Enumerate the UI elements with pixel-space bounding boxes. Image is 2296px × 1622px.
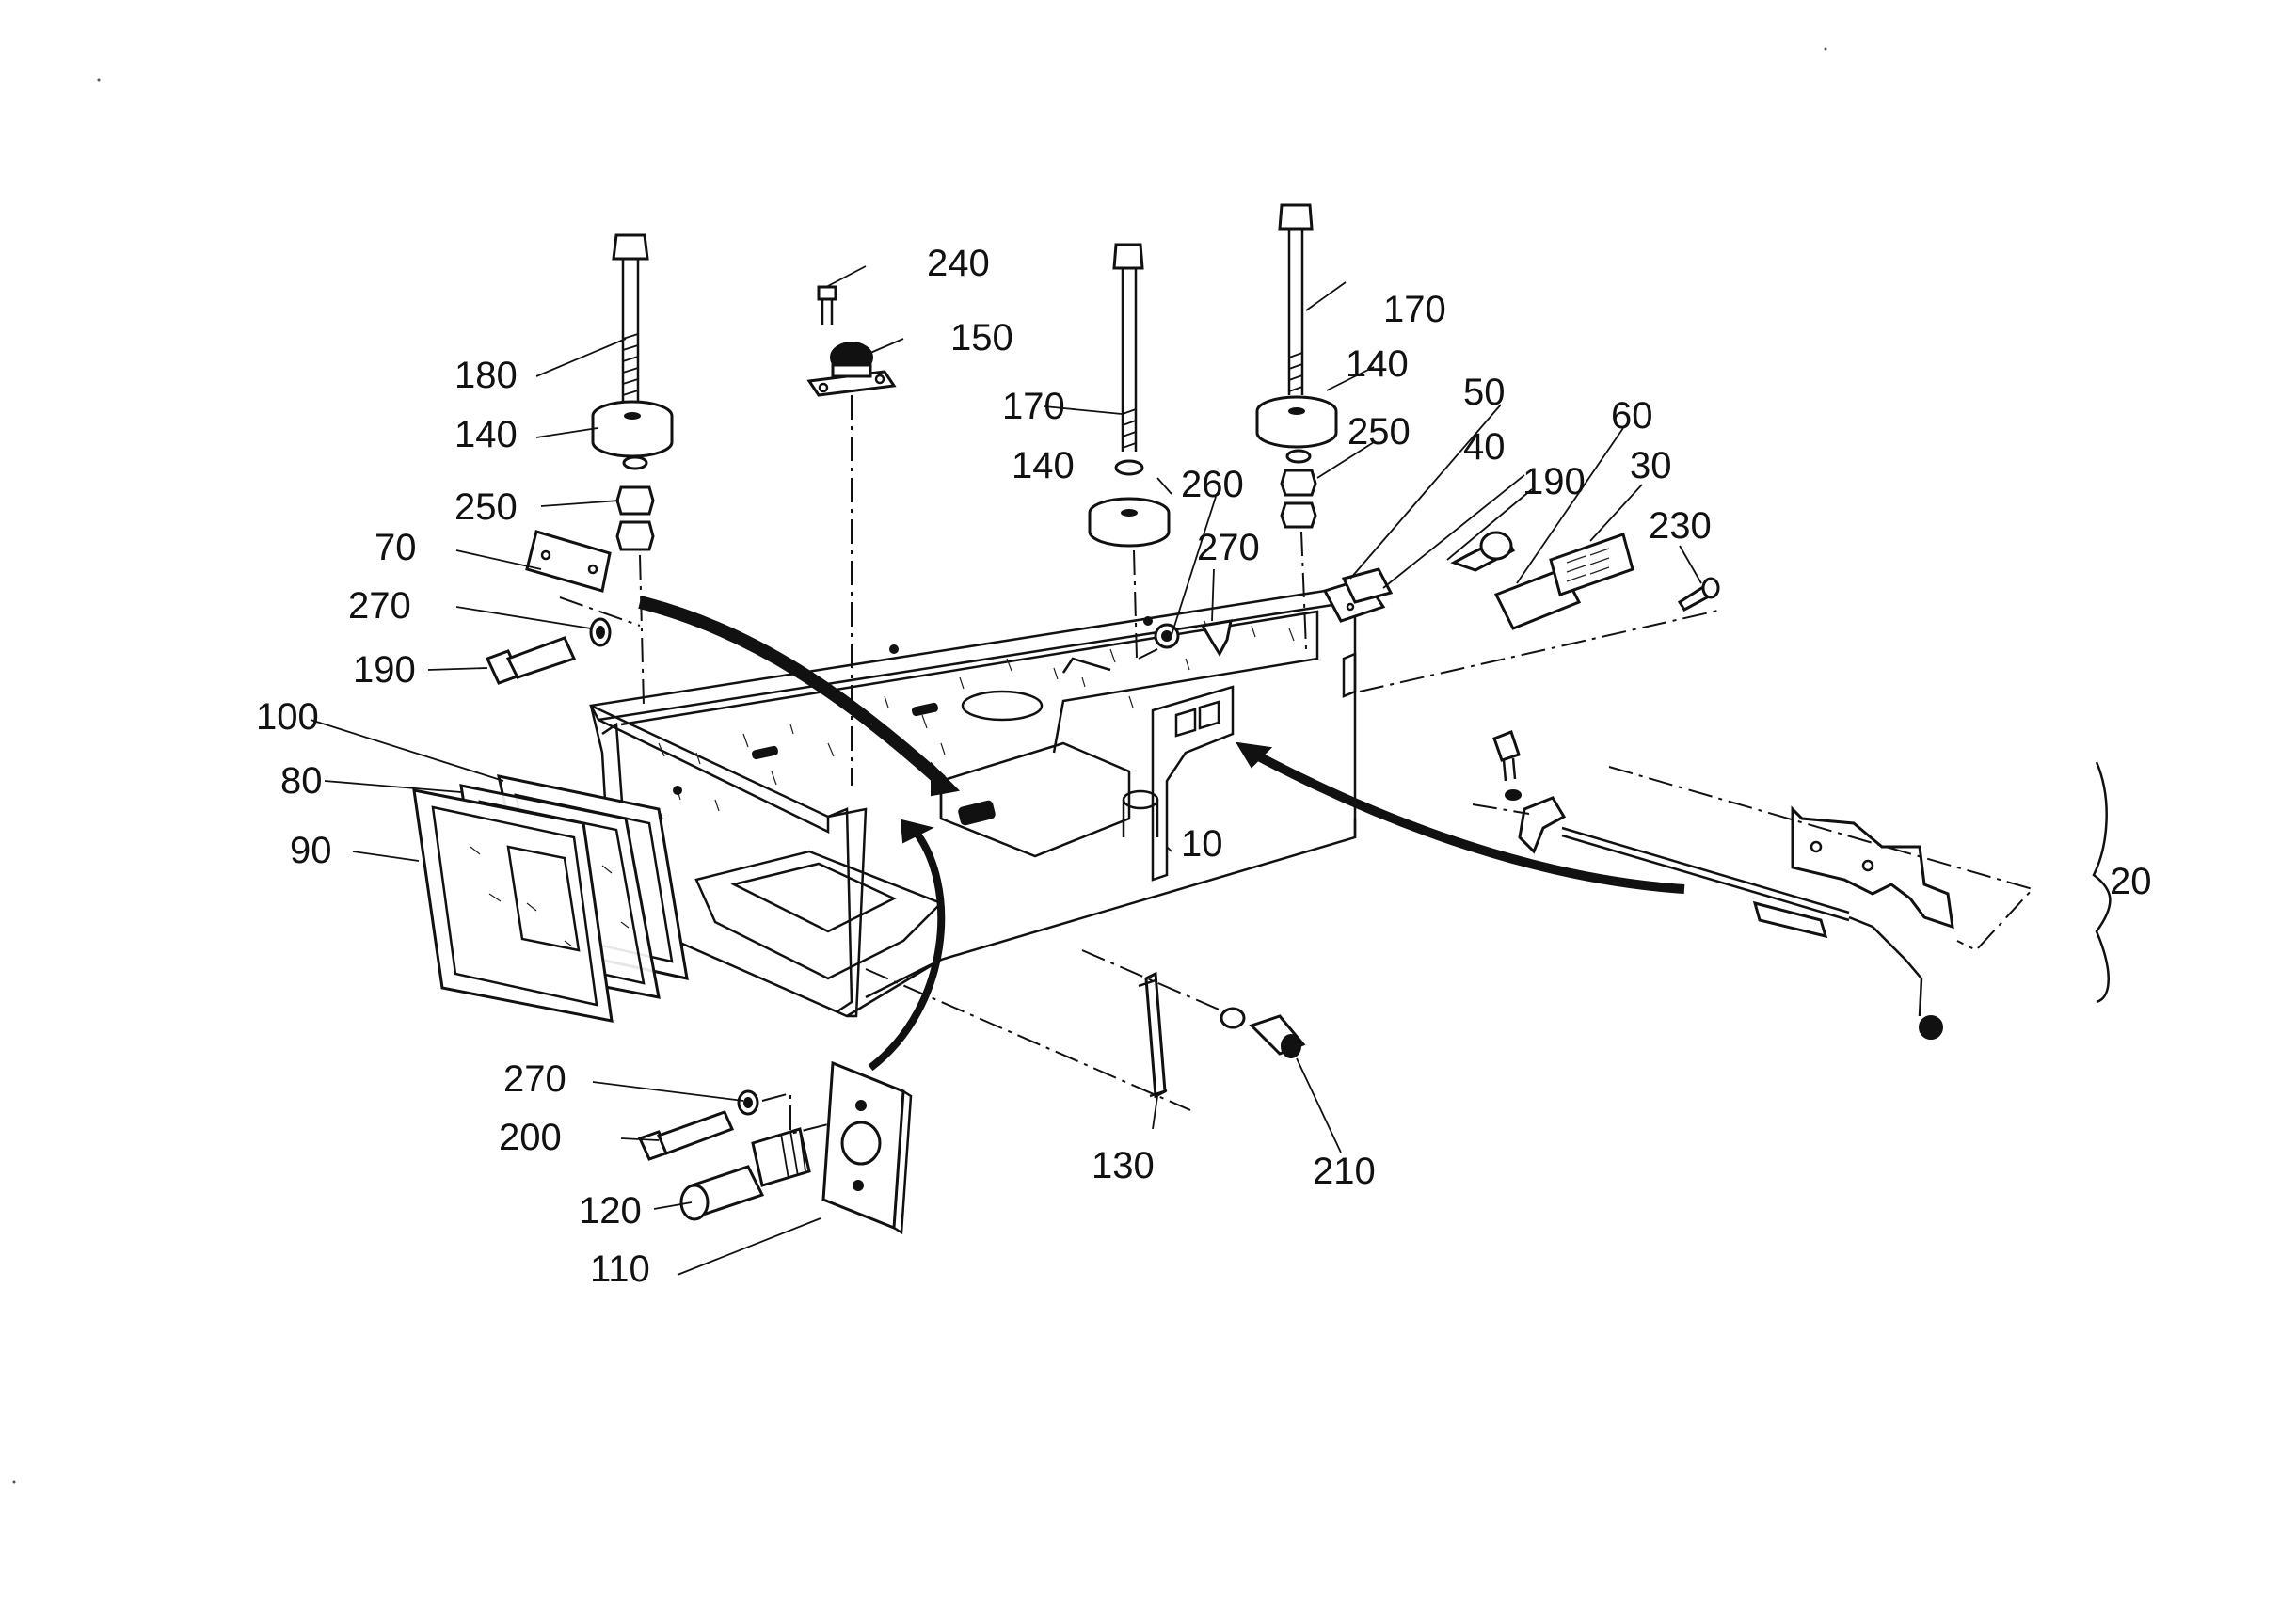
- assembly-arrow-right: [1236, 741, 1685, 894]
- callout-10: 10: [1181, 823, 1223, 865]
- centerline-right: [1359, 609, 1723, 692]
- callout-20: 20: [2110, 861, 2152, 902]
- bolt-190-right: [1450, 531, 1516, 572]
- callout-270-upper-left: 270: [348, 585, 411, 627]
- callout-170-mid: 170: [1002, 386, 1065, 427]
- leader-lines: [310, 265, 1702, 1276]
- callout-50: 50: [1463, 372, 1506, 413]
- callout-150: 150: [950, 317, 1013, 358]
- bolt-190-left: [485, 617, 612, 685]
- housing-10: [589, 584, 1364, 1018]
- callout-260: 260: [1181, 464, 1244, 505]
- right-bolt-stack: [1255, 203, 1338, 650]
- callout-80: 80: [280, 760, 323, 802]
- callout-40: 40: [1463, 426, 1506, 468]
- callout-210: 210: [1313, 1151, 1376, 1192]
- centerline-mid: [1081, 949, 1224, 1012]
- window-assembly: [412, 774, 689, 1023]
- latch-assembly-20: [1492, 730, 1954, 1040]
- grommet-260-270: [1138, 619, 1233, 660]
- centerline-lower: [865, 968, 1191, 1111]
- callout-140-mid: 140: [1012, 445, 1075, 486]
- callout-90: 90: [290, 830, 332, 871]
- callout-250-right: 250: [1347, 411, 1411, 453]
- centerline-latch2: [1472, 803, 1530, 815]
- assembly-arrow-left: [638, 596, 961, 797]
- bolt-210: [1220, 1007, 1306, 1058]
- callout-180: 180: [454, 355, 518, 396]
- callout-250-left: 250: [454, 486, 518, 528]
- callout-120: 120: [579, 1190, 642, 1232]
- switch-50-40: [1322, 567, 1394, 623]
- cover-plate-70: [525, 530, 641, 627]
- scan-speck: [12, 1480, 16, 1484]
- callout-200: 200: [499, 1117, 562, 1158]
- callout-190-left: 190: [353, 649, 416, 691]
- callout-140-left: 140: [454, 414, 518, 455]
- plug-240-150: [806, 285, 897, 786]
- callout-240: 240: [927, 243, 990, 284]
- label-plate-30: [1549, 533, 1634, 596]
- mid-bolt-stack: [1088, 243, 1171, 660]
- callout-230: 230: [1649, 505, 1712, 547]
- callout-70: 70: [375, 527, 417, 568]
- fitting-assembly-110-120-200: [637, 1060, 913, 1235]
- scan-speck: [1824, 47, 1827, 51]
- clip-130: [1138, 971, 1168, 1099]
- callout-170-right: 170: [1383, 289, 1446, 330]
- left-bolt-stack: [591, 233, 674, 707]
- callout-130: 130: [1092, 1145, 1155, 1186]
- callout-190-right: 190: [1523, 461, 1586, 502]
- brace-20: [2092, 761, 2112, 1004]
- assembly-arrow-lower: [868, 819, 946, 1072]
- scan-speck: [97, 78, 101, 82]
- callout-60: 60: [1611, 395, 1653, 437]
- screw-230: [1677, 577, 1720, 612]
- callout-270-mid: 270: [1197, 527, 1260, 568]
- callout-140-right: 140: [1346, 343, 1409, 385]
- callout-100: 100: [256, 696, 319, 738]
- centerline-latch: [1608, 766, 2034, 952]
- callout-270-lower: 270: [503, 1058, 566, 1100]
- callout-30: 30: [1630, 445, 1672, 486]
- callout-110: 110: [590, 1248, 650, 1290]
